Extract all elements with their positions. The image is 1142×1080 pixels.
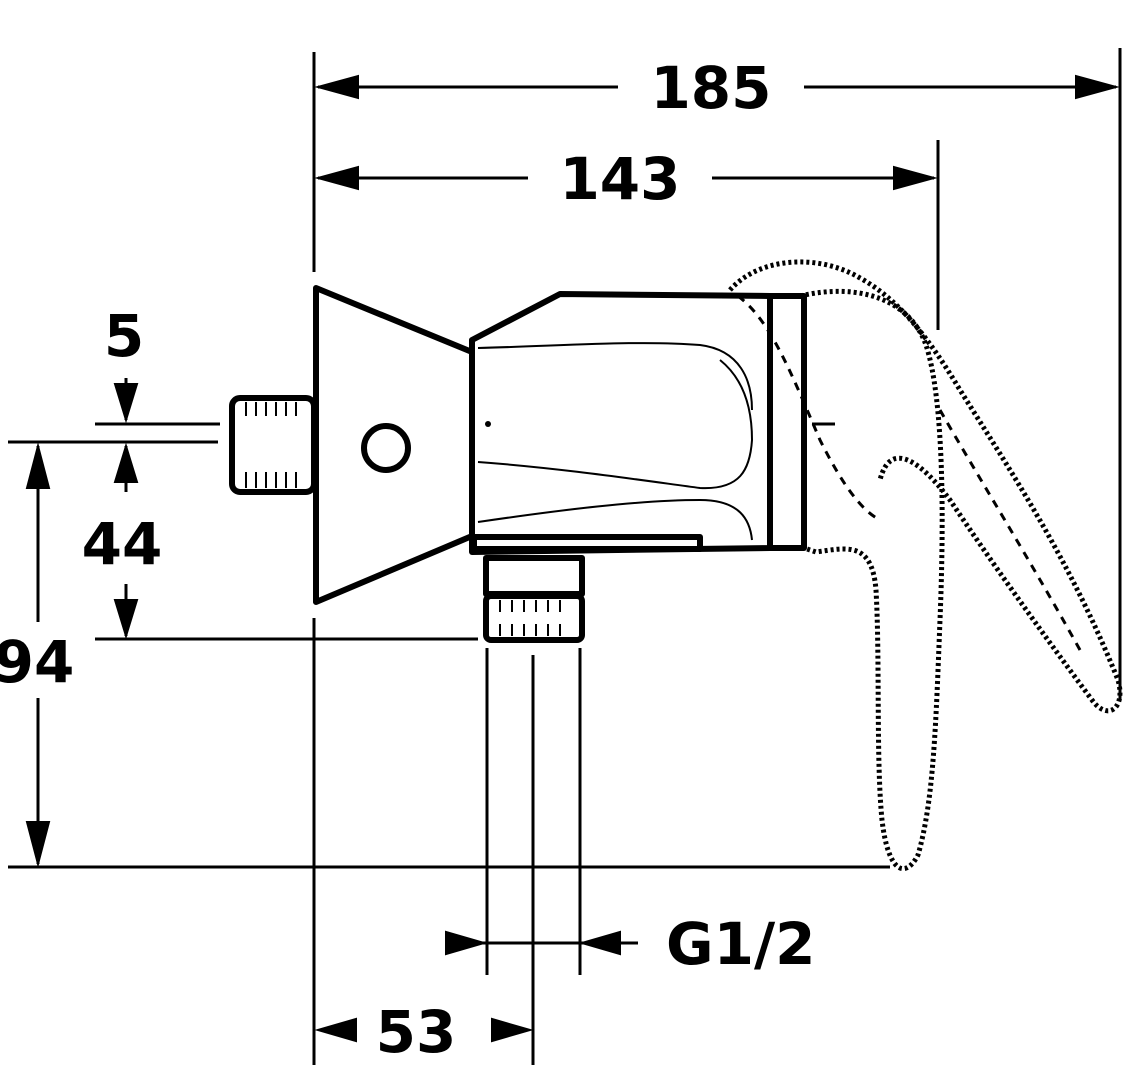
arrow-right: [893, 165, 938, 191]
arrow-left: [578, 930, 621, 956]
arrow-down: [25, 821, 51, 868]
outlet-thread-marks: [499, 600, 561, 636]
body-contour-lower: [477, 498, 753, 541]
dimension-outlet-drop: 44: [82, 510, 163, 640]
lever-down-position: [799, 288, 945, 871]
lever-handle: [728, 259, 1123, 871]
label-overall-length: 185: [650, 54, 771, 122]
label-total-height: 94: [0, 628, 74, 696]
arrow-left: [314, 74, 359, 100]
dimension-overall-length: 185: [314, 54, 1120, 122]
fixing-screw: [361, 423, 411, 473]
arrow-down: [113, 599, 139, 640]
body-contour-upper: [477, 342, 753, 411]
arrow-up: [25, 442, 51, 489]
outlet-nut: [483, 593, 585, 643]
body-contour-middle: [477, 359, 754, 490]
extension-lines: [8, 48, 1122, 1065]
dimension-outlet-distance: 53: [314, 998, 534, 1066]
dimensions: 185 143 5 44 9: [0, 54, 1120, 1066]
inlet-thread-marks: [245, 402, 297, 488]
inlet-connector: [229, 395, 317, 495]
body-base-plate: [471, 534, 703, 552]
outlet-neck: [483, 555, 585, 597]
lever-inner-contour: [737, 294, 881, 522]
label-outlet-thread: G1/2: [666, 910, 816, 978]
label-outlet-drop: 44: [82, 510, 163, 578]
valve-body: [469, 291, 773, 555]
arrow-left: [314, 165, 359, 191]
dimension-wall-offset: 5: [104, 302, 144, 492]
dimension-outlet-thread: G1/2: [445, 910, 816, 978]
label-body-length: 143: [559, 145, 680, 213]
lever-inner-contour-2: [938, 409, 1082, 651]
dimension-body-length: 143: [314, 145, 938, 213]
arrow-right: [445, 930, 488, 956]
lever-hub: [767, 293, 807, 551]
lever-up-position: [728, 259, 1123, 714]
faucet-body: [229, 285, 807, 643]
arrow-down: [113, 383, 139, 424]
arrow-right: [491, 1017, 534, 1043]
axis-dot: [485, 421, 491, 427]
label-wall-offset: 5: [104, 302, 144, 370]
arrow-left: [314, 1017, 357, 1043]
arrow-right: [1075, 74, 1120, 100]
label-outlet-distance: 53: [376, 998, 457, 1066]
dimension-total-height: 94: [0, 442, 74, 868]
